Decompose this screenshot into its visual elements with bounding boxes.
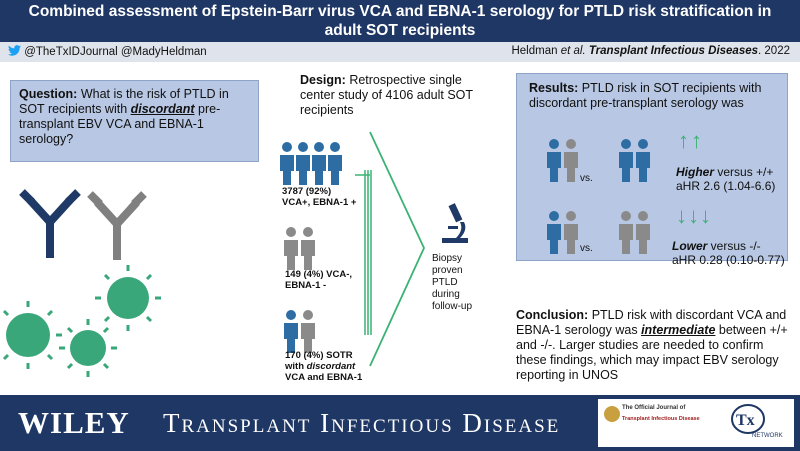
social-bar: @TheTxIDJournal @MadyHeldman Heldman et …: [0, 42, 800, 62]
journal-name: Transplant Infectious Disease: [163, 408, 561, 438]
title: Combined assessment of Epstein-Barr viru…: [28, 3, 772, 39]
title-banner: Combined assessment of Epstein-Barr viru…: [0, 0, 800, 42]
group3-label: 170 (4%) SOTR with discordant VCA and EB…: [285, 350, 363, 383]
citation: Heldman et al. Transplant Infectious Dis…: [511, 45, 790, 57]
higher-risk-text: Higher versus +/+ aHR 2.6 (1.04-6.6): [676, 165, 776, 193]
footer: WILEY Transplant Infectious Disease The …: [0, 395, 800, 451]
twitter-icon: [8, 45, 21, 56]
arrow-up-icon: ↑↑: [678, 128, 704, 153]
outcome-text: Biopsy proven PTLD during follow-up: [432, 253, 473, 312]
group2-label: 149 (4%) VCA-,EBNA-1 -: [285, 269, 353, 291]
negative-pair-icon: [619, 211, 650, 254]
question-box: Question: What is the risk of PTLD in SO…: [10, 80, 259, 162]
society-seal-icon: [604, 406, 620, 422]
design-text: Design: Retrospective single center stud…: [300, 73, 473, 117]
tx-network-logo: Tx NETWORK: [731, 404, 783, 439]
vs-label: vs.: [580, 243, 593, 254]
society-badge: The Official Journal of Transplant Infec…: [598, 399, 794, 447]
discordant-pair-icon: [547, 139, 578, 182]
person-group-gray-icon: [284, 227, 315, 270]
virus-icon: [2, 301, 62, 369]
lower-risk-text: Lower versus -/- aHR 0.28 (0.10-0.77): [672, 239, 785, 267]
results-box: Results: PTLD risk in SOT recipients wit…: [516, 73, 788, 261]
flow-arrow-icon: [369, 131, 425, 367]
arrow-down-icon: ↓↓↓: [676, 203, 712, 228]
cohort-illustration: [280, 142, 372, 353]
illustration-antibodies-viruses: [2, 189, 161, 377]
virus-icon: [59, 319, 117, 377]
vs-label: vs.: [580, 173, 593, 184]
connector-lines: [355, 170, 372, 335]
person-group-blue-icon: [280, 142, 342, 185]
discordant-pair-icon: [547, 211, 578, 254]
antibody-blue-icon: [19, 189, 81, 258]
person-group-mixed-icon: [284, 310, 315, 353]
antibody-gray-icon: [87, 191, 147, 260]
social-handles: @TheTxIDJournal @MadyHeldman: [8, 45, 207, 58]
virus-icon: [95, 265, 161, 331]
svg-text:NETWORK: NETWORK: [752, 433, 783, 439]
group1-label: 3787 (92%)VCA+, EBNA-1 +: [282, 186, 357, 208]
svg-text:Tx: Tx: [736, 412, 755, 429]
microscope-icon: [442, 203, 468, 243]
conclusion-text: Conclusion: PTLD risk with discordant VC…: [516, 308, 788, 382]
positive-pair-icon: [619, 139, 650, 182]
publisher-logo: WILEY: [18, 405, 130, 440]
